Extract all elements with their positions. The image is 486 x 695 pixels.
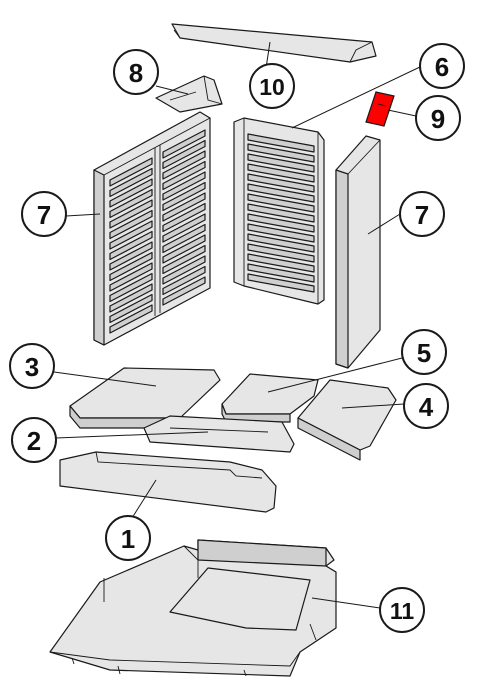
callout-6-label: 6 [435, 52, 449, 82]
callout-9: 9 [415, 95, 461, 141]
left-panel-rib [162, 171, 206, 201]
callout-6: 6 [419, 43, 465, 89]
part-6-back-panel [233, 117, 325, 305]
callout-2-label: 2 [27, 426, 41, 456]
back-panel-rib [247, 233, 315, 253]
back-panel-rib [247, 213, 315, 233]
part-5-middle-floor-brick [221, 373, 319, 423]
callout-7-right: 7 [399, 191, 445, 237]
left-panel-rib [162, 213, 206, 243]
left-panel-rib [109, 262, 153, 292]
left-panel-rib [109, 283, 153, 313]
part-10-top-baffle [171, 23, 377, 63]
callout-1-label: 1 [121, 524, 135, 554]
callout-7-left: 7 [21, 191, 67, 237]
left-panel-rib [162, 276, 206, 306]
left-panel-rib [109, 293, 153, 324]
part-11-base-plate [49, 539, 337, 677]
left-panel-rib [162, 160, 206, 191]
back-panel-rib [247, 193, 315, 213]
callout-11-label: 11 [390, 598, 415, 624]
callout-7-left-label: 7 [37, 200, 51, 230]
back-panel-rib [247, 133, 315, 153]
back-panel-rib [247, 223, 315, 243]
back-panel-rib [247, 153, 315, 173]
left-panel-rib [109, 220, 153, 250]
leader-5 [267, 357, 403, 393]
left-panel-rib [109, 241, 153, 271]
left-panel-rib [162, 234, 206, 264]
part-3-left-floor-brick [69, 367, 221, 429]
left-panel-rib [162, 202, 206, 233]
callout-8: 8 [113, 49, 159, 95]
callout-10: 10 [249, 63, 295, 109]
part-4-right-floor-brick [297, 379, 397, 461]
callout-11: 11 [379, 587, 425, 633]
left-panel-rib [162, 150, 206, 180]
back-panel-rib [247, 253, 315, 273]
back-panel-rib [247, 263, 315, 283]
back-panel-rib [247, 163, 315, 183]
left-panel-rib [162, 139, 206, 170]
left-panel-rib [109, 157, 153, 187]
left-panel-rib [162, 192, 206, 222]
part-9-highlighted-plate [365, 91, 395, 127]
left-panel-rib [109, 188, 153, 219]
back-panel-rib [247, 273, 315, 293]
back-panel-rib [247, 143, 315, 163]
callout-8-label: 8 [129, 58, 143, 88]
callout-4: 4 [403, 383, 449, 429]
left-panel-rib [109, 272, 153, 303]
callout-5-label: 5 [417, 338, 431, 368]
part-7-left-side-panel [93, 111, 211, 346]
left-panel-rib [109, 178, 153, 208]
leader-lines [53, 41, 423, 609]
leader-2 [55, 431, 209, 439]
back-panel-rib [247, 203, 315, 223]
leader-8 [155, 85, 189, 95]
callout-4-label: 4 [419, 392, 434, 422]
back-panel-rib [247, 173, 315, 193]
left-panel-rib [109, 167, 153, 198]
left-panel-rib [109, 209, 153, 240]
part-1-front-ash-lip [59, 451, 277, 513]
left-panel-rib [109, 230, 153, 261]
left-panel-rib [162, 244, 206, 275]
left-panel-rib [162, 223, 206, 254]
callout-7-right-label: 7 [415, 200, 429, 230]
part-2-front-floor-brick [143, 415, 295, 453]
left-panel-rib [162, 129, 206, 159]
callout-2: 2 [11, 417, 57, 463]
leader-3 [53, 371, 157, 387]
callout-3-label: 3 [25, 352, 39, 382]
leader-9 [387, 109, 417, 117]
left-panel-rib [109, 199, 153, 229]
back-panel-rib [247, 183, 315, 203]
left-panel-rib [109, 304, 153, 334]
left-panel-rib [162, 255, 206, 285]
leader-11 [311, 597, 381, 609]
left-panel-rib [109, 251, 153, 282]
callout-1: 1 [105, 515, 151, 561]
leader-1 [131, 479, 157, 519]
callout-5: 5 [401, 329, 447, 375]
part-8-bracket [155, 75, 223, 113]
callout-10-label: 10 [259, 74, 285, 100]
leader-7-left [65, 213, 101, 217]
leader-7-right [367, 213, 401, 235]
part-7-right-side-panel [335, 135, 381, 369]
leader-6 [291, 65, 423, 129]
leader-4 [341, 403, 405, 409]
callout-3: 3 [9, 343, 55, 389]
back-panel-rib [247, 243, 315, 263]
callout-9-label: 9 [431, 104, 445, 134]
left-panel-rib [162, 265, 206, 296]
left-panel-rib [162, 181, 206, 212]
